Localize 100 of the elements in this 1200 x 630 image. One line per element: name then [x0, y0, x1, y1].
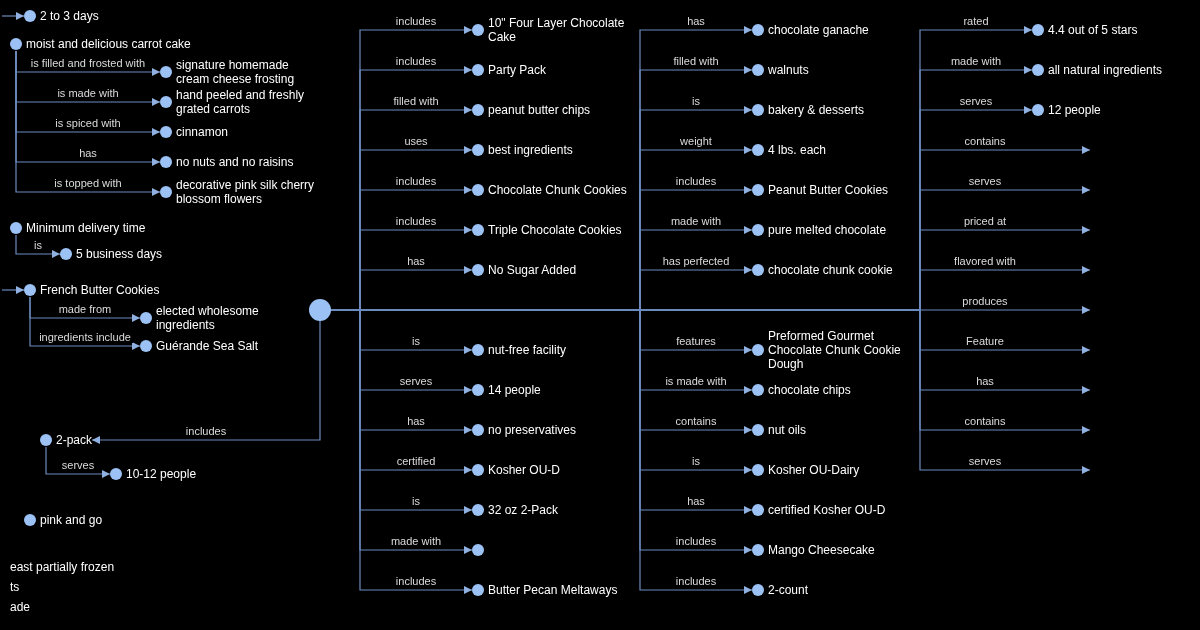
edge-label: rated — [961, 15, 991, 27]
edge-label: is topped with — [52, 177, 124, 189]
graph-node: best ingredients — [472, 143, 573, 157]
edge-label: contains — [673, 415, 719, 427]
graph-node: walnuts — [752, 63, 809, 77]
graph-node: Minimum delivery time — [10, 221, 146, 235]
hub-circle — [309, 299, 331, 321]
edge-label: ingredients include — [37, 331, 133, 343]
graph-node: Kosher OU-Dairy — [752, 463, 860, 477]
graph-node: bakery & desserts — [752, 103, 865, 117]
graph-node: 4.4 out of 5 stars — [1032, 23, 1138, 37]
graph-node: pink and go — [24, 513, 103, 527]
graph-node: Chocolate Chunk Cookies — [472, 183, 627, 197]
edge-label: is filled and frosted with — [28, 57, 148, 69]
graph-node: chocolate chips — [752, 383, 851, 397]
edge-label: includes — [673, 175, 719, 187]
graph-node: certified Kosher OU-D — [752, 503, 886, 517]
edge-label: contains — [962, 135, 1008, 147]
edge-label: includes — [393, 175, 439, 187]
graph-node: Guérande Sea Salt — [140, 339, 259, 353]
edge-label: priced at — [961, 215, 1009, 227]
edge-label: includes — [393, 215, 439, 227]
graph-node: 32 oz 2-Pack — [472, 503, 559, 517]
graph-node: pure melted chocolate — [752, 223, 887, 237]
graph-node: all natural ingredients — [1032, 63, 1163, 77]
edge-label: has — [685, 15, 707, 27]
graph-node: 14 people — [472, 383, 541, 397]
edge-label: includes — [183, 425, 229, 437]
edge-label: includes — [393, 55, 439, 67]
edge-label: has perfected — [660, 255, 732, 267]
edge-label: includes — [393, 575, 439, 587]
graph-node: cinnamon — [160, 125, 229, 139]
graph-node: Triple Chocolate Cookies — [472, 223, 622, 237]
graph-node: 10" Four Layer Chocolate Cake — [472, 16, 637, 44]
edge-label: made with — [388, 535, 444, 547]
edge-label: contains — [962, 415, 1008, 427]
label-text: east partially frozen — [10, 560, 115, 574]
graph-node: French Butter Cookies — [24, 283, 160, 297]
graph-node: no nuts and no raisins — [160, 155, 294, 169]
edge-label: includes — [393, 15, 439, 27]
node-circle — [472, 544, 484, 556]
edge-label: made with — [948, 55, 1004, 67]
edge-label: is — [690, 95, 702, 107]
graph-node: 10-12 people — [110, 467, 197, 481]
edge-label: flavored with — [952, 255, 1018, 267]
graph-node: no preservatives — [472, 423, 577, 437]
edge-label: has — [405, 255, 427, 267]
edge-label: has — [405, 415, 427, 427]
graph-node: elected wholesome ingredients — [140, 304, 310, 332]
graph-node: Butter Pecan Meltaways — [472, 583, 618, 597]
label-text: ts — [10, 580, 20, 594]
graph-node: 2-pack — [40, 433, 93, 447]
edge-label: made from — [56, 303, 114, 315]
graph-node: No Sugar Added — [472, 263, 577, 277]
graph-node: 4 lbs. each — [752, 143, 827, 157]
edge-label: is — [32, 239, 44, 251]
edge-label: is made with — [55, 87, 121, 99]
edge-label: filled with — [391, 95, 441, 107]
graph-node: 5 business days — [60, 247, 163, 261]
edge-label: features — [674, 335, 718, 347]
graph-node: 2-count — [752, 583, 809, 597]
graph-node: moist and delicious carrot cake — [10, 37, 191, 51]
edge-label: is — [690, 455, 702, 467]
edge-label: is — [410, 335, 422, 347]
arrow — [45, 446, 111, 478]
graph-node: nut oils — [752, 423, 807, 437]
edge-label: includes — [673, 535, 719, 547]
graph-node: peanut butter chips — [472, 103, 591, 117]
graph-node: chocolate chunk cookie — [752, 263, 893, 277]
edge-label: is — [410, 495, 422, 507]
arrow — [1, 12, 25, 20]
arrow — [15, 50, 161, 196]
arrow — [1, 286, 25, 294]
edge-label: filled with — [671, 55, 721, 67]
edge-label: has — [77, 147, 99, 159]
edge-label: Feature — [964, 335, 1006, 347]
edge-label: is spiced with — [53, 117, 123, 129]
graph-node: Mango Cheesecake — [752, 543, 875, 557]
graph-node: chocolate ganache — [752, 23, 869, 37]
edge-label: is made with — [663, 375, 729, 387]
arrow — [29, 296, 141, 350]
edge-label: made with — [668, 215, 724, 227]
graph-node: Peanut Butter Cookies — [752, 183, 889, 197]
graph-node: 12 people — [1032, 103, 1101, 117]
graph-node: nut-free facility — [472, 343, 567, 357]
edge-label: produces — [960, 295, 1010, 307]
edge-label: has — [685, 495, 707, 507]
graph-node: Kosher OU-D — [472, 463, 561, 477]
arrow — [91, 320, 321, 444]
graph-node: Preformed Gourmet Chocolate Chunk Cookie Dough — [752, 329, 917, 371]
edge-label: has — [974, 375, 996, 387]
graph-node: decorative pink silk cherry blossom flowers — [160, 178, 325, 206]
graph-node: 2 to 3 days — [24, 9, 99, 23]
graph-node: hand peeled and freshly grated carrots — [160, 88, 325, 116]
label-text: ade — [10, 600, 31, 614]
edge-label: certified — [394, 455, 438, 467]
edge-label: weight — [678, 135, 714, 147]
edge-label: includes — [673, 575, 719, 587]
arrow — [15, 234, 61, 258]
graph-node: Party Pack — [472, 63, 547, 77]
